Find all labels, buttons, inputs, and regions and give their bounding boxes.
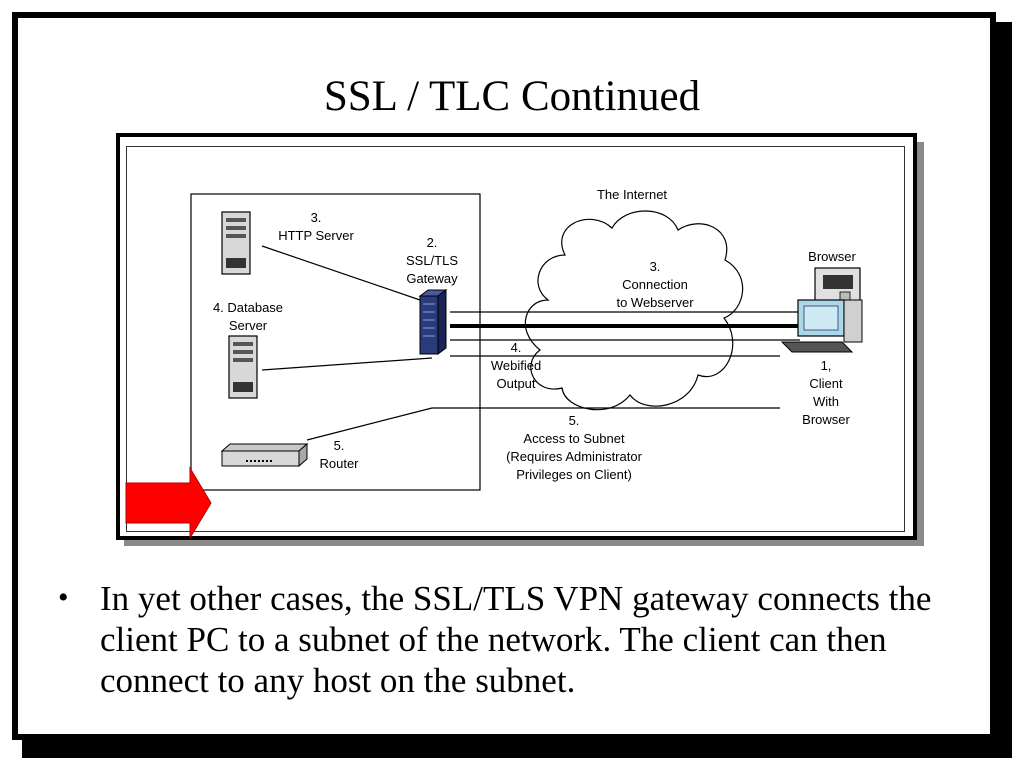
connection-label: 3. Connection to Webserver [616, 259, 694, 310]
gateway-icon [418, 289, 448, 355]
svg-text:3.: 3. [650, 259, 661, 274]
webified-output-label: 4. Webified Output [491, 340, 541, 391]
svg-text:to Webserver: to Webserver [616, 295, 694, 310]
internet-label: The Internet [597, 187, 667, 202]
svg-text:(Requires Administrator: (Requires Administrator [506, 449, 642, 464]
router-label: 5. Router [319, 438, 359, 471]
database-server-label: 4. Database Server [213, 300, 283, 333]
svg-text:Client: Client [809, 376, 843, 391]
svg-text:5.: 5. [569, 413, 580, 428]
router-subnet-line [306, 407, 780, 441]
svg-text:Browser: Browser [802, 412, 850, 427]
http-server-label: 3. HTTP Server [278, 210, 354, 243]
svg-text:Output: Output [496, 376, 535, 391]
bullet-text: In yet other cases, the SSL/TLS VPN gate… [100, 579, 932, 700]
svg-text:2.: 2. [427, 235, 438, 250]
red-arrow-icon [125, 466, 212, 540]
svg-text:Privileges on Client): Privileges on Client) [516, 467, 632, 482]
svg-text:4. Database: 4. Database [213, 300, 283, 315]
http-to-gateway-line [261, 245, 421, 301]
database-to-gateway-line [261, 357, 433, 371]
internal-network-box [190, 193, 481, 491]
svg-text:Access to Subnet: Access to Subnet [523, 431, 625, 446]
bullet-item: • In yet other cases, the SSL/TLS VPN ga… [58, 578, 988, 701]
client-label: 1, Client With Browser [802, 358, 850, 427]
svg-text:Server: Server [229, 318, 268, 333]
svg-text:5.: 5. [334, 438, 345, 453]
svg-text:Router: Router [319, 456, 359, 471]
browser-label: Browser [808, 249, 856, 264]
svg-text:Connection: Connection [622, 277, 688, 292]
svg-text:Webified: Webified [491, 358, 541, 373]
svg-text:With: With [813, 394, 839, 409]
svg-text:3.: 3. [311, 210, 322, 225]
http-server-icon [221, 211, 251, 275]
svg-text:HTTP Server: HTTP Server [278, 228, 354, 243]
router-icon [220, 442, 309, 468]
svg-text:1,: 1, [821, 358, 832, 373]
subnet-access-label: 5. Access to Subnet (Requires Administra… [506, 413, 642, 482]
svg-text:SSL/TLS: SSL/TLS [406, 253, 458, 268]
internet-cloud [524, 210, 744, 411]
client-pc-icon [780, 267, 863, 353]
svg-text:4.: 4. [511, 340, 522, 355]
database-server-icon [228, 335, 258, 399]
bullet-symbol: • [58, 581, 69, 614]
svg-text:Gateway: Gateway [406, 271, 458, 286]
gateway-label: 2. SSL/TLS Gateway [406, 235, 458, 286]
slide-title: SSL / TLC Continued [323, 73, 701, 120]
